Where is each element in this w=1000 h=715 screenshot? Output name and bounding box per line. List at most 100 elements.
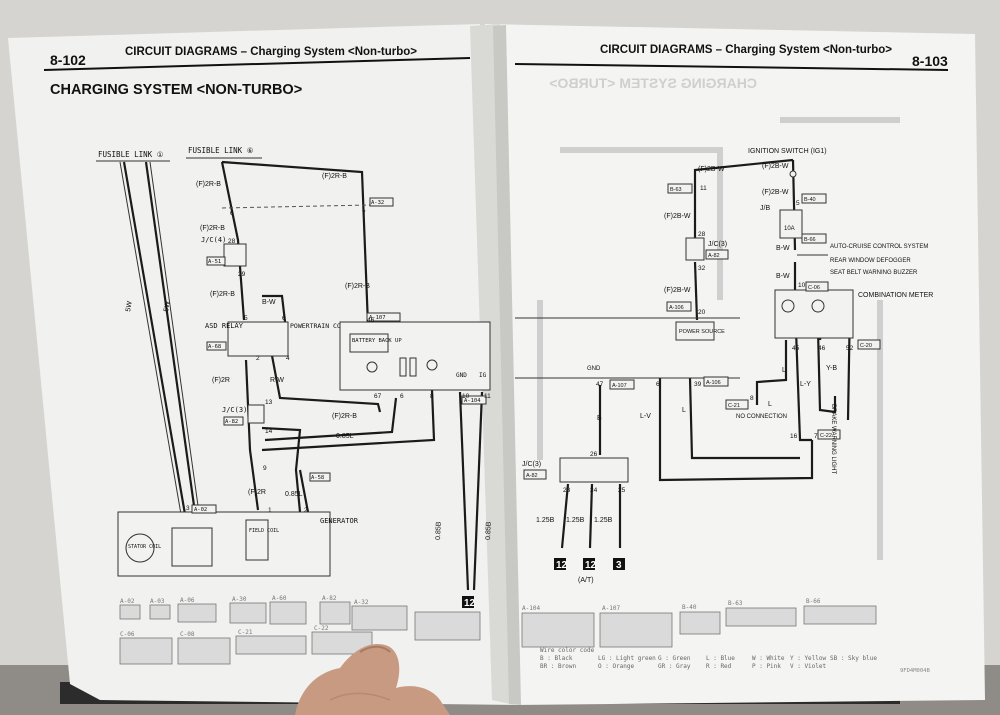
svg-text:(F)2B-W: (F)2B-W [762,189,789,196]
svg-text:1.25B: 1.25B [566,517,585,524]
svg-text:6: 6 [400,393,404,400]
right-page-header: CIRCUIT DIAGRAMS – Charging System <Non-… [600,44,892,56]
svg-text:COMBINATION METER: COMBINATION METER [858,292,933,299]
svg-text:C-08: C-08 [180,631,195,638]
svg-text:10: 10 [798,282,806,289]
svg-text:J/B: J/B [760,205,770,212]
svg-text:A-02: A-02 [194,507,207,513]
svg-text:(F)2B-W: (F)2B-W [698,166,725,173]
svg-text:1: 1 [268,507,272,514]
left-page-header: CIRCUIT DIAGRAMS – Charging System <Non-… [125,46,417,58]
right-ground-symbols: 12 12 3 [554,558,625,571]
svg-text:B-W: B-W [776,273,790,280]
svg-text:L: L [782,367,786,374]
svg-text:A-60: A-60 [272,595,287,602]
svg-text:(F)2R-B: (F)2R-B [200,225,225,232]
svg-text:A-58: A-58 [311,475,324,481]
svg-text:(F)2B-W: (F)2B-W [664,287,691,294]
right-wire-labels: (F)2B-W (F)2B-W (F)2B-W (F)2B-W (F)2B-W … [536,163,854,524]
svg-text:20: 20 [698,309,706,316]
svg-text:C-21: C-21 [728,403,740,409]
svg-text:A-32: A-32 [371,200,384,206]
svg-text:G : Green: G : Green [658,655,691,662]
svg-text:GR : Gray: GR : Gray [658,663,691,670]
svg-text:P : Pink: P : Pink [752,663,781,670]
svg-text:9: 9 [263,465,267,472]
svg-text:(F)2B-W: (F)2B-W [762,163,789,170]
svg-text:A-107: A-107 [612,383,627,389]
svg-text:12: 12 [464,598,476,609]
right-connector-labels: A-104 A-107 B-40 B-63 B-66 [522,598,821,612]
svg-text:Y : Yellow: Y : Yellow [790,655,827,662]
svg-text:REAR WINDOW DEFOGGER: REAR WINDOW DEFOGGER [830,258,911,264]
svg-text:16: 16 [790,433,798,440]
svg-text:6: 6 [230,210,234,217]
svg-text:28: 28 [228,238,236,245]
jb-fuse-box [779,209,803,239]
svg-text:(F)2R-B: (F)2R-B [345,283,370,290]
right-page-number: 8-103 [912,53,948,69]
svg-text:C-20: C-20 [860,343,872,349]
svg-text:(F)2R-B: (F)2R-B [210,291,235,298]
svg-text:10A: 10A [784,226,795,232]
svg-text:L: L [682,407,686,414]
svg-text:C-22: C-22 [314,625,329,632]
svg-text:LG : Light green: LG : Light green [598,655,656,662]
svg-text:A-82: A-82 [708,253,720,259]
svg-text:A-82: A-82 [526,473,538,479]
svg-text:24: 24 [590,487,598,494]
right-connector-thumbnails [521,605,877,648]
svg-text:12: 12 [556,560,568,571]
svg-text:13: 13 [265,399,273,406]
svg-text:J/C(3): J/C(3) [222,406,247,414]
svg-text:11: 11 [700,185,707,192]
svg-text:B-66: B-66 [806,598,821,605]
svg-text:R-W: R-W [270,377,284,384]
hand-thumb [295,644,450,715]
wire-color-legend: Wire color code B : Black BR : Brown LG … [540,647,930,674]
svg-text:FUSIBLE LINK ⑥: FUSIBLE LINK ⑥ [188,146,254,155]
svg-text:2: 2 [256,355,260,362]
svg-text:L-Y: L-Y [800,381,811,388]
combination-meter-box [774,289,854,339]
svg-text:A-32: A-32 [354,599,369,606]
svg-text:POWER SOURCE: POWER SOURCE [679,329,725,335]
svg-text:B-W: B-W [776,245,790,252]
svg-text:B-63: B-63 [670,187,682,193]
svg-text:A-30: A-30 [232,596,247,603]
svg-text:C-22: C-22 [820,433,832,439]
svg-text:IGNITION SWITCH (IG1): IGNITION SWITCH (IG1) [748,148,827,155]
svg-text:6: 6 [656,381,660,388]
svg-text:5: 5 [244,315,248,322]
svg-text:2: 2 [304,507,308,514]
svg-text:NO CONNECTION: NO CONNECTION [736,414,787,420]
svg-text:45: 45 [792,345,800,352]
svg-text:L-V: L-V [640,413,651,420]
svg-text:14: 14 [265,428,273,435]
svg-text:5W: 5W [125,300,134,312]
svg-text:52: 52 [846,345,854,352]
svg-text:B-40: B-40 [682,604,697,611]
svg-text:1.25B: 1.25B [536,517,555,524]
svg-text:BR : Brown: BR : Brown [540,663,577,670]
svg-text:A-03: A-03 [150,598,165,605]
svg-text:A-51: A-51 [208,259,221,265]
svg-text:7: 7 [362,210,366,217]
svg-text:(A/T): (A/T) [578,577,594,584]
svg-text:5W: 5W [163,300,172,312]
svg-text:Y-B: Y-B [826,365,837,372]
svg-text:B-66: B-66 [804,237,816,243]
svg-text:46: 46 [818,345,826,352]
svg-text:3: 3 [186,505,190,512]
svg-text:ASD RELAY: ASD RELAY [205,322,244,330]
svg-text:B-W: B-W [262,299,276,306]
svg-text:29: 29 [238,271,246,278]
svg-text:FIELD COIL: FIELD COIL [249,528,279,534]
svg-text:39: 39 [694,381,702,388]
svg-text:46: 46 [367,317,375,324]
svg-text:Wire color code: Wire color code [540,647,595,654]
svg-text:A-06: A-06 [180,597,195,604]
svg-text:A-68: A-68 [208,344,221,350]
svg-text:BATTERY BACK UP: BATTERY BACK UP [352,338,402,344]
